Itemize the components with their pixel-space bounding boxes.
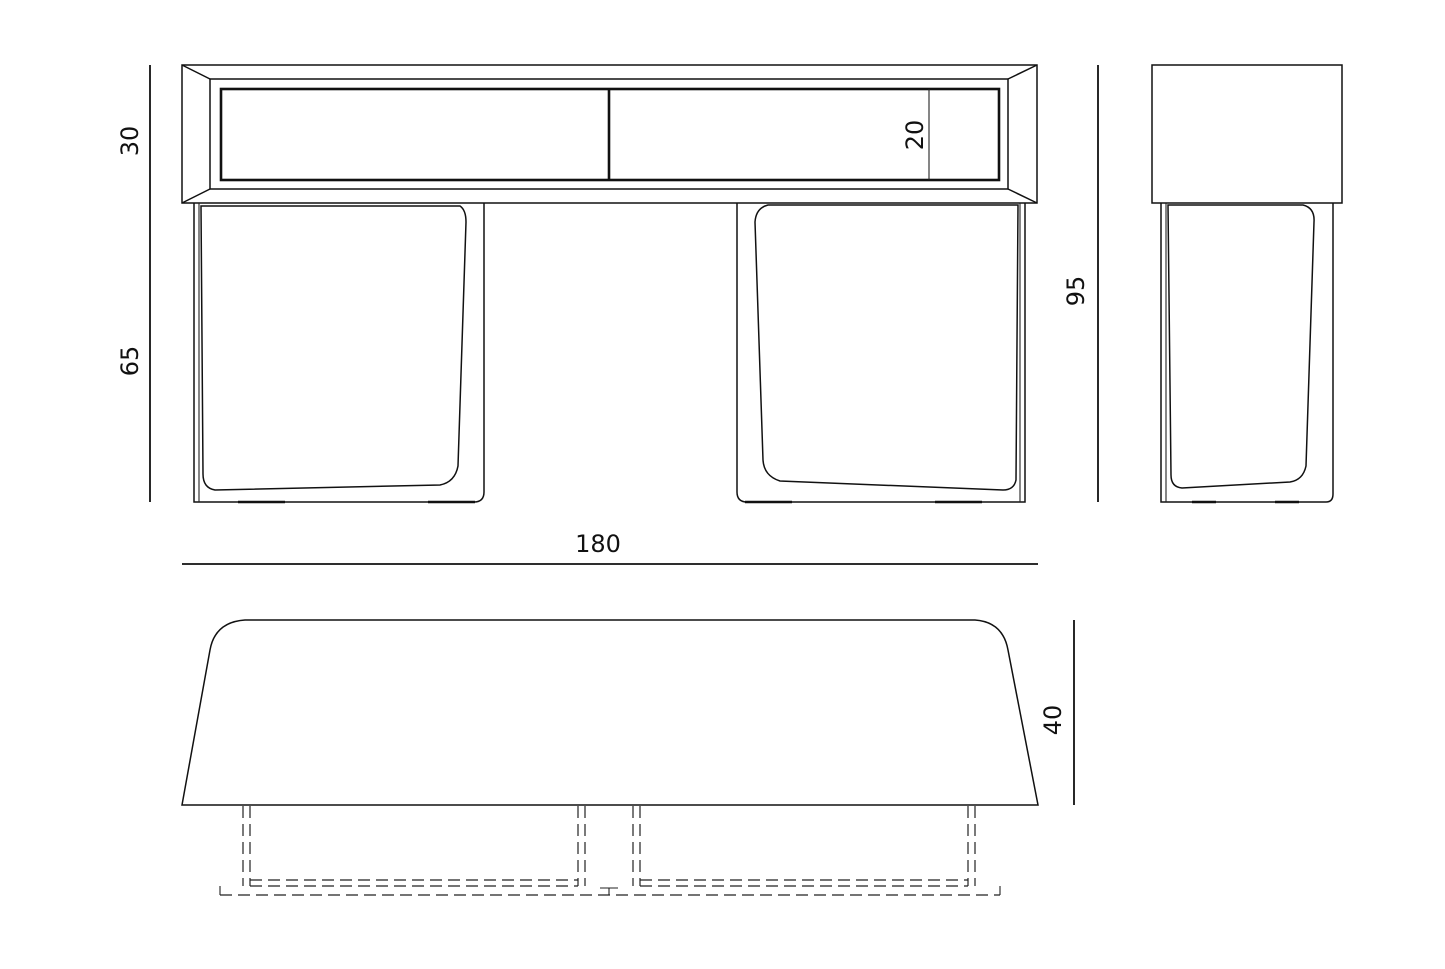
- width-dimension: 180: [182, 530, 1038, 565]
- side-top-box: [1151, 64, 1343, 204]
- side-view: [1151, 64, 1343, 504]
- dimension-total-height: 95: [1062, 276, 1090, 307]
- hidden-legs: [219, 806, 1001, 896]
- depth-dimension: 40: [1039, 620, 1075, 805]
- dimension-total-width: 180: [575, 530, 621, 558]
- tabletop-outline: [181, 619, 1039, 806]
- top-outer-frame: [181, 64, 1038, 204]
- right-leg: [736, 203, 1026, 504]
- dimension-depth: 40: [1039, 705, 1067, 736]
- front-view: 20: [181, 64, 1038, 504]
- dimension-top-height: 30: [116, 126, 144, 157]
- left-leg: [193, 203, 485, 504]
- top-view: [181, 619, 1039, 896]
- left-dimension: 30 65: [116, 65, 151, 502]
- total-height-dimension: 95: [1062, 65, 1099, 502]
- top-inner-frame: [209, 78, 1009, 190]
- dimension-drawer-height: 20: [901, 120, 929, 151]
- dimension-leg-height: 65: [116, 346, 144, 377]
